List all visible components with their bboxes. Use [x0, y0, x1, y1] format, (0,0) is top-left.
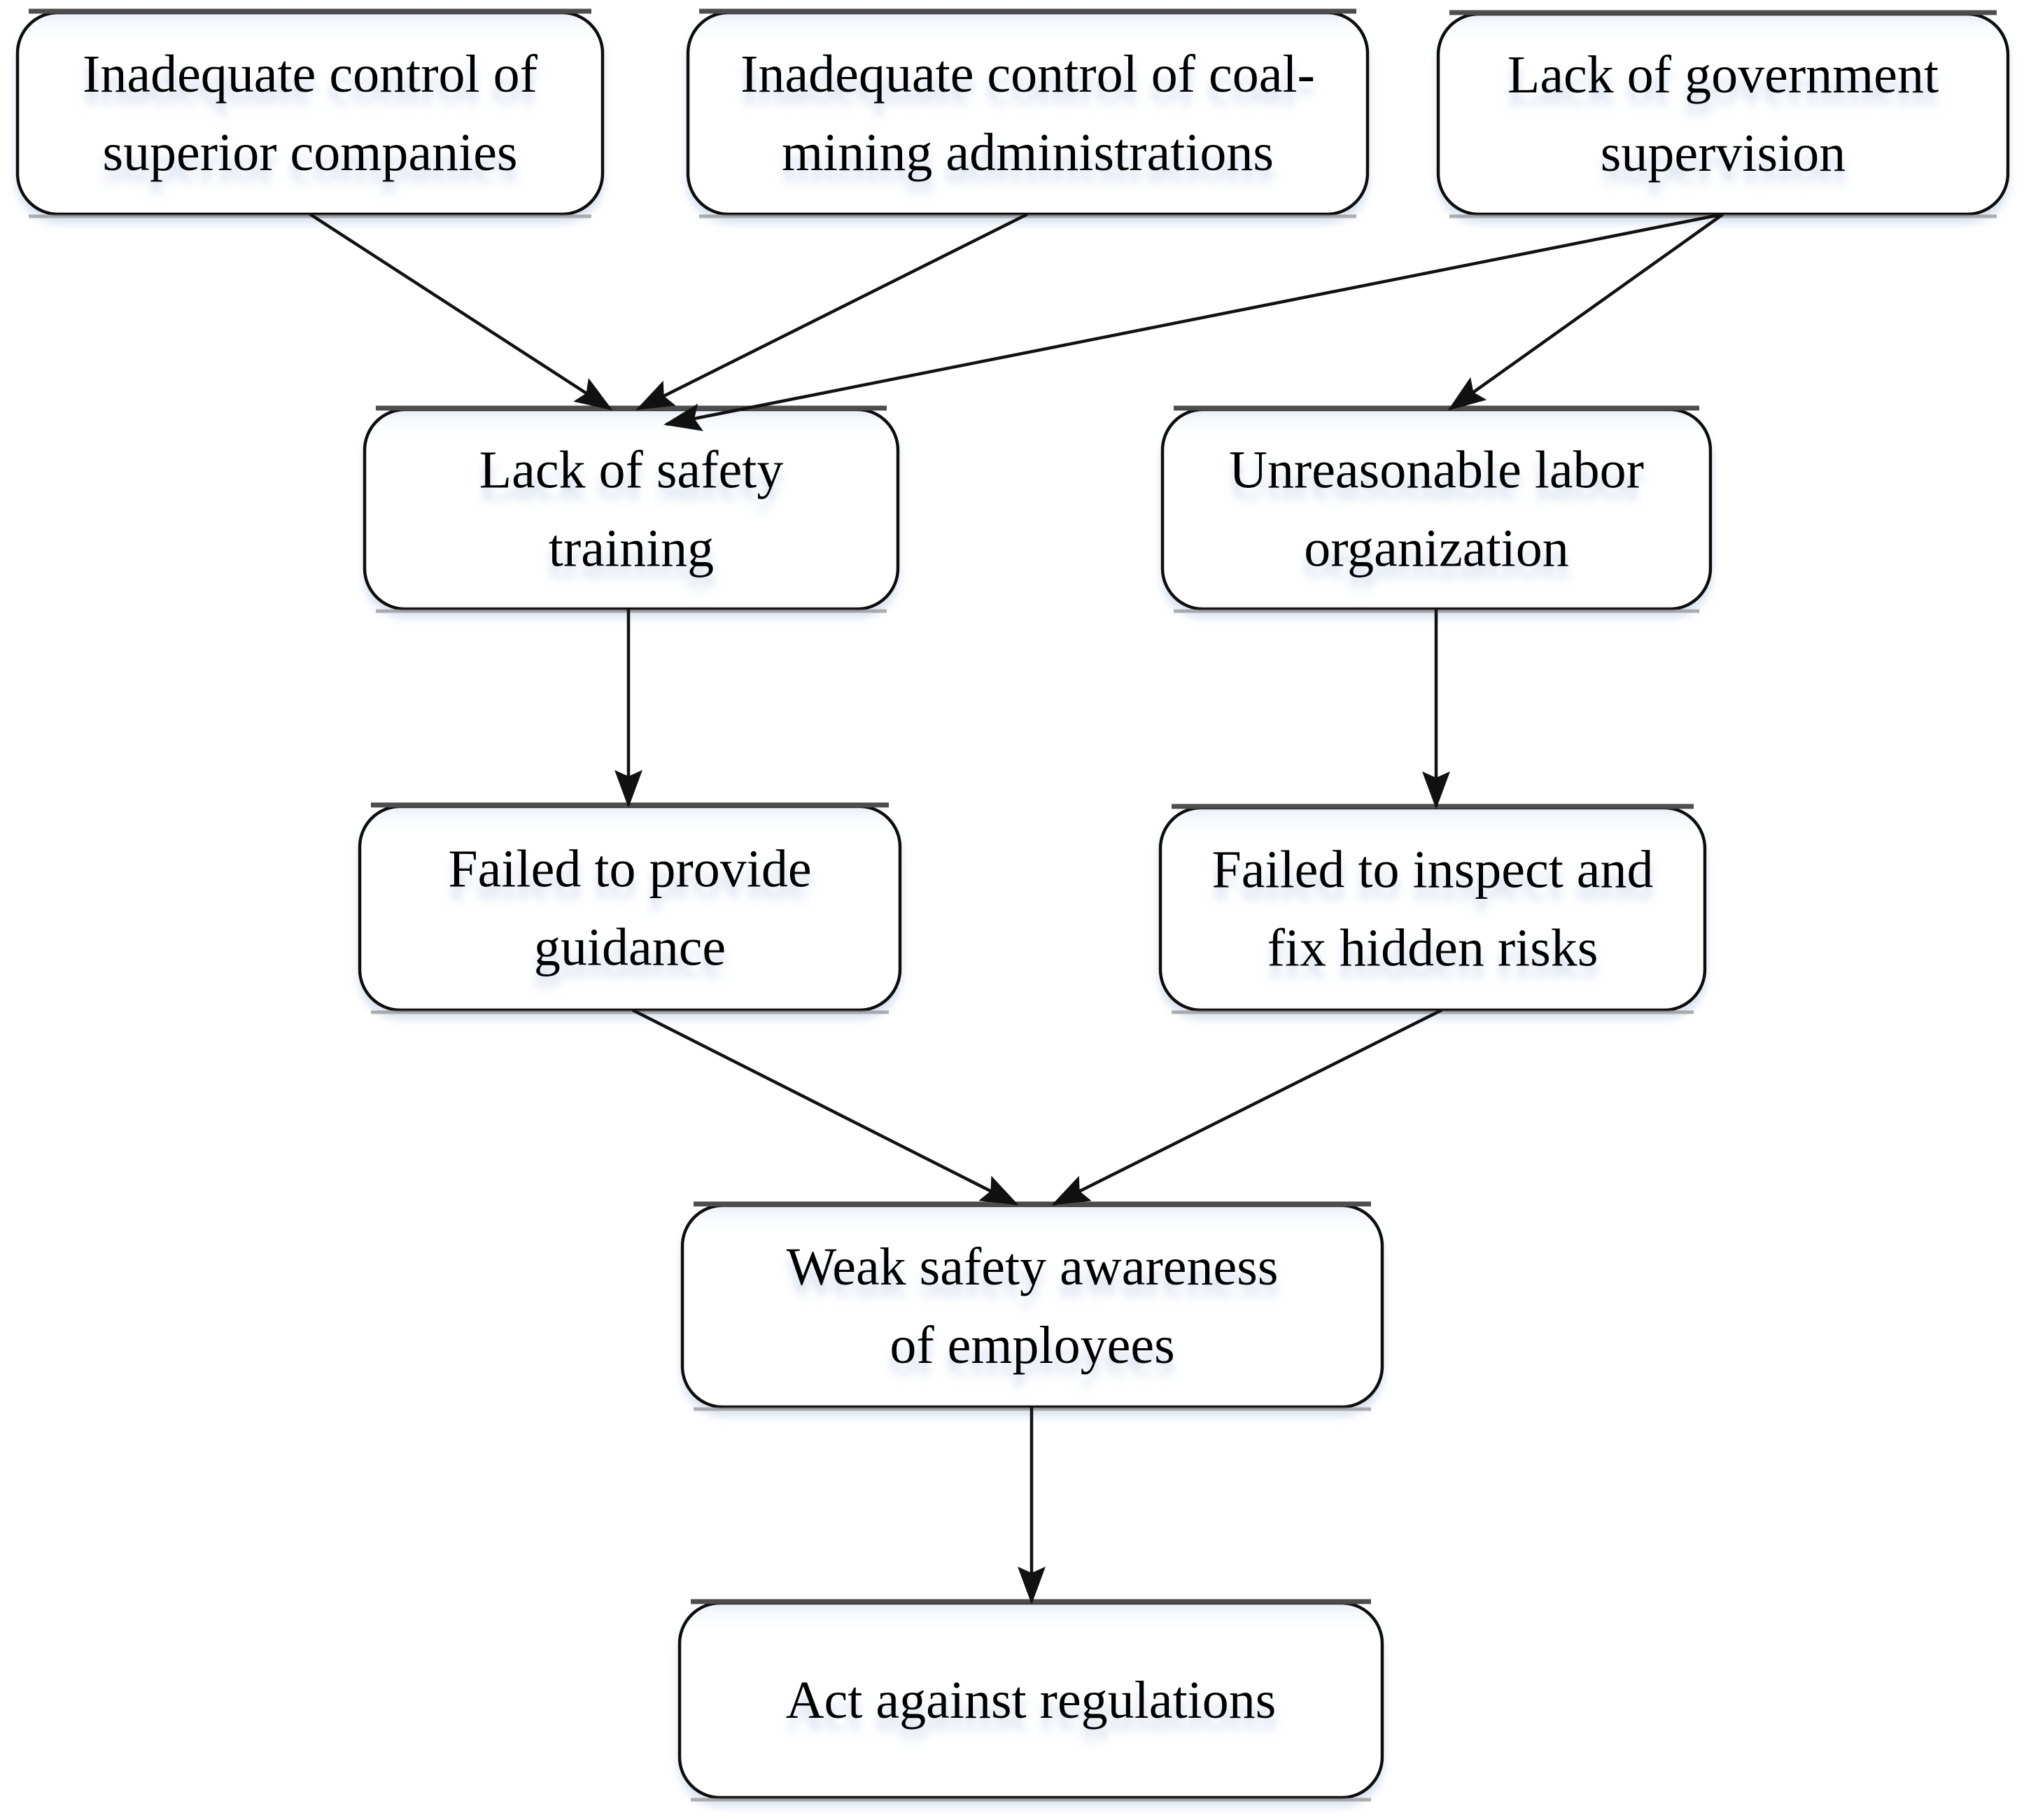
edge-coal-mining-administrations--safety-training	[635, 212, 1029, 411]
node-box	[358, 804, 902, 1012]
node-box	[363, 407, 900, 611]
edge-government-supervision--labor-organization	[1447, 213, 1724, 411]
node-box	[1160, 407, 1713, 611]
edge-provide-guidance--weak-awareness	[631, 1008, 1019, 1206]
node-box	[680, 1203, 1384, 1409]
node-box	[1436, 12, 2010, 216]
node-act-against-regulations: Act against regulations	[677, 1599, 1384, 1802]
edge-inspect-risks--weak-awareness	[1051, 1008, 1443, 1206]
edge-superior-companies--safety-training	[309, 213, 613, 411]
edges-layer	[309, 212, 1724, 1604]
edge-government-supervision--safety-training	[663, 212, 1724, 431]
node-box	[15, 10, 605, 216]
node-box	[686, 10, 1370, 216]
node-label: Act against regulations	[786, 1671, 1277, 1730]
node-label: Inadequate control of coal-mining admini…	[740, 45, 1315, 182]
node-coal-mining-administrations: Inadequate control of coal-mining admini…	[686, 8, 1370, 218]
node-box	[1158, 806, 1707, 1012]
